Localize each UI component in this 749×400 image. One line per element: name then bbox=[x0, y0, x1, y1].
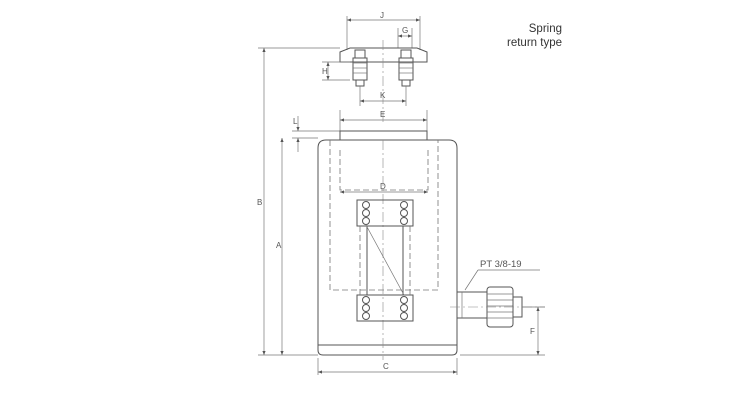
port-thread-label: PT 3/8-19 bbox=[480, 259, 522, 270]
dimension-label-d: D bbox=[380, 182, 386, 191]
dimension-label-g: G bbox=[402, 26, 408, 35]
cylinder-body bbox=[317, 139, 458, 356]
dimension-label-c: C bbox=[383, 362, 389, 371]
caption-return-type: return type bbox=[507, 37, 562, 49]
dimension-label-f: F bbox=[530, 327, 535, 336]
caption-spring: Spring bbox=[528, 23, 562, 35]
dimension-label-e: E bbox=[380, 110, 385, 119]
dimension-label-j: J bbox=[380, 11, 384, 20]
right-fitting bbox=[398, 49, 414, 87]
dimension-label-b: B bbox=[257, 198, 262, 207]
dimension-label-k: K bbox=[380, 91, 386, 100]
dimension-label-l: L bbox=[293, 117, 298, 126]
plunger-top bbox=[339, 130, 428, 141]
dimension-label-a: A bbox=[276, 241, 282, 250]
cylinder-body-view: E L D bbox=[257, 47, 545, 375]
dimension-label-h: H bbox=[322, 67, 328, 76]
top-view: J G H bbox=[322, 11, 428, 125]
return-spring bbox=[356, 199, 414, 322]
saddle-plate bbox=[339, 47, 428, 63]
left-fitting bbox=[352, 49, 368, 87]
